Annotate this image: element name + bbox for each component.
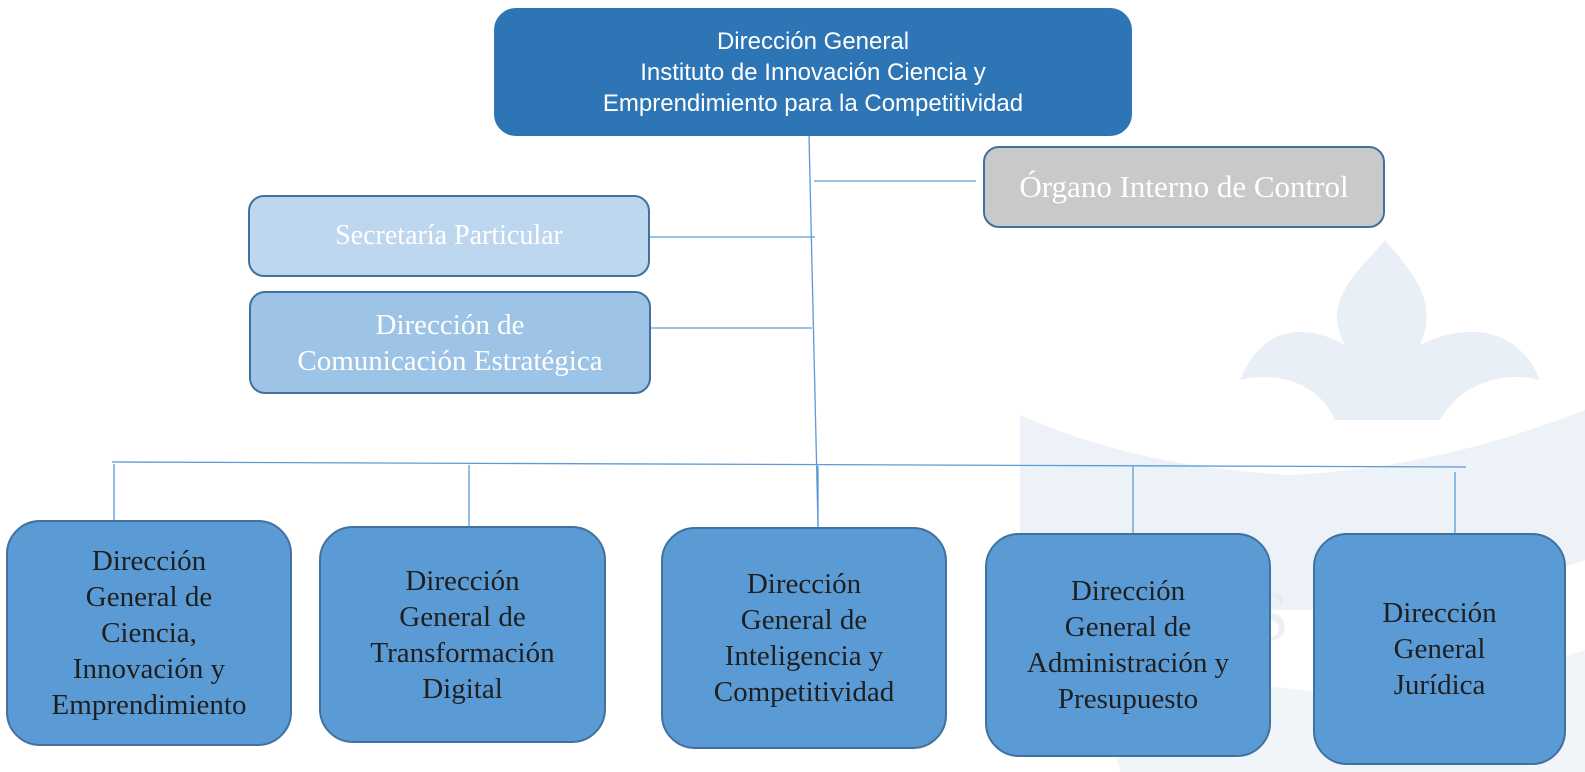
trunk-line [808, 135, 819, 527]
bus-line [111, 461, 1467, 468]
organo-label: Órgano Interno de Control [1019, 169, 1349, 204]
dg-inteligencia-competitividad-box: Dirección General de Inteligencia y Comp… [661, 527, 947, 749]
dg-juridica-box: Dirección General Jurídica [1313, 533, 1566, 765]
top-line-3: Emprendimiento para la Competitividad [602, 89, 1024, 117]
comunicacion-label: Dirección de Comunicación Estratégica [297, 308, 603, 377]
dg-ciencia-innovacion-box: Dirección General de Ciencia, Innovación… [6, 520, 292, 746]
dg-transformacion-digital-box: Dirección General de Transformación Digi… [319, 526, 606, 743]
sub-label-1: Dirección General de Ciencia, Innovación… [51, 545, 247, 721]
sub-label-5: Dirección General Jurídica [1382, 597, 1497, 701]
sub-label-3: Dirección General de Inteligencia y Comp… [713, 568, 895, 708]
direccion-general-box: Dirección General Instituto de Innovació… [494, 8, 1132, 136]
top-line-2: Instituto de Innovación Ciencia y [640, 58, 986, 86]
sub-label-2: Dirección General de Transformación Digi… [370, 564, 555, 705]
organo-interno-control-box: Órgano Interno de Control [983, 146, 1385, 228]
secretaria-label: Secretaría Particular [335, 220, 563, 251]
dg-administracion-presupuesto-box: Dirección General de Administración y Pr… [985, 533, 1271, 757]
top-line-1: Dirección General [716, 27, 910, 55]
sub-label-4: Dirección General de Administración y Pr… [1026, 575, 1230, 715]
comunicacion-estrategica-box: Dirección de Comunicación Estratégica [249, 291, 651, 394]
secretaria-particular-box: Secretaría Particular [248, 195, 650, 277]
